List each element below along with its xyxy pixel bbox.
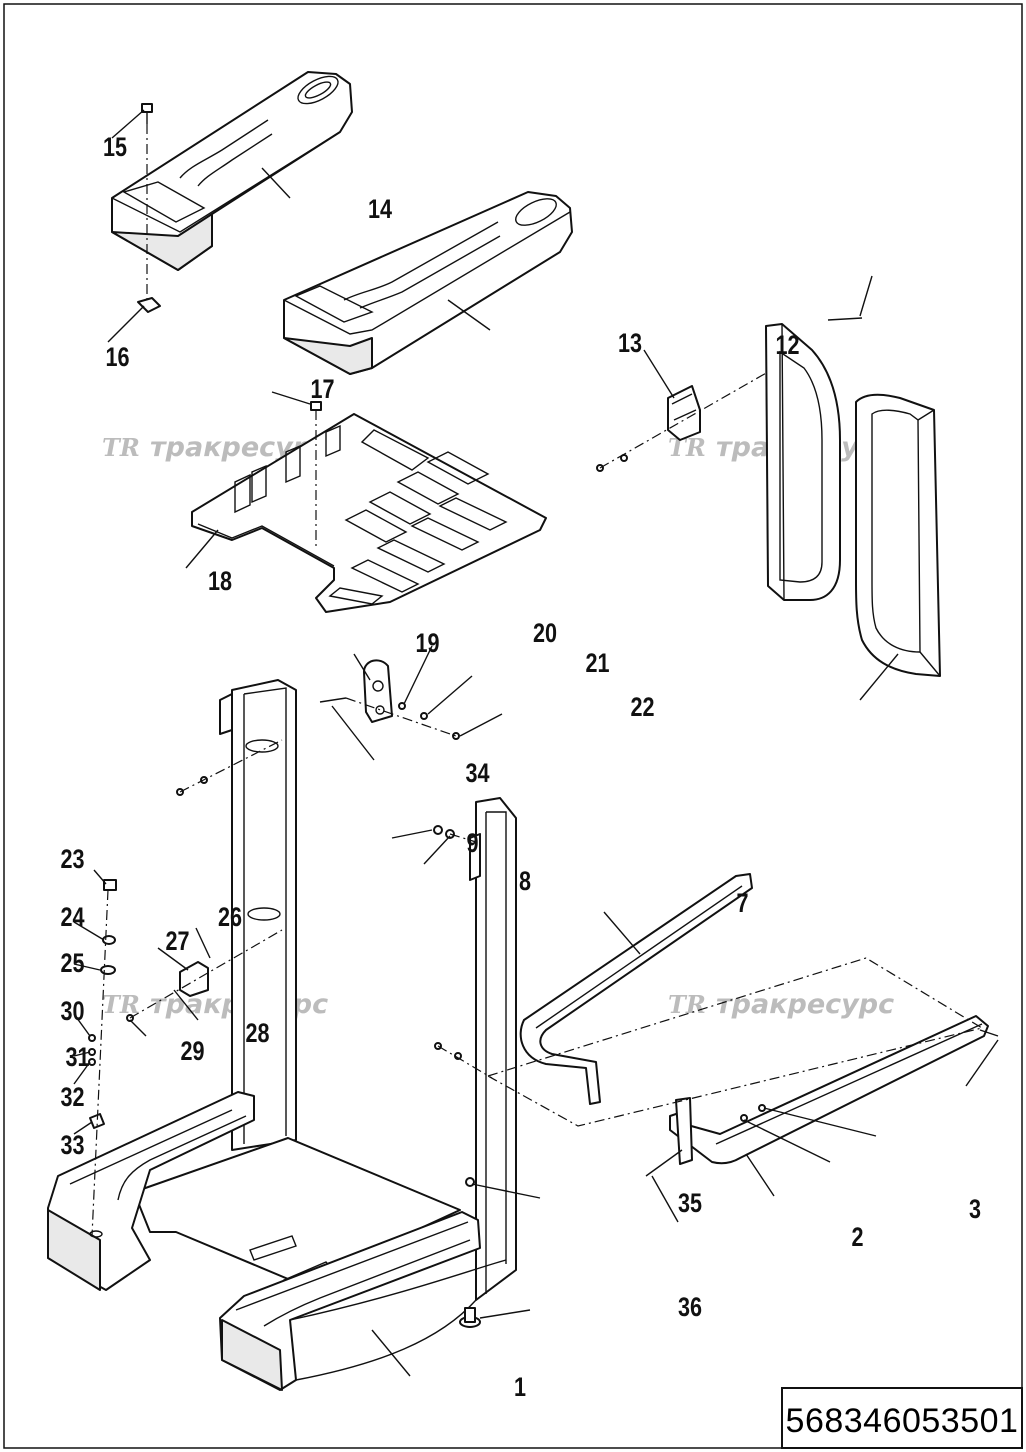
watermark-brand: тракресурс (716, 989, 894, 1020)
callout-26: 26 (218, 903, 242, 933)
assembly-axes (91, 124, 769, 1237)
assembly-reference-outline (486, 957, 984, 1127)
armrest-upper-part-14 (111, 71, 353, 271)
callout-15: 15 (103, 133, 127, 163)
callout-21: 21 (586, 649, 610, 679)
callout-34: 34 (466, 759, 490, 789)
clip-part-27 (179, 961, 209, 997)
watermark-logo: TR (668, 990, 706, 1019)
bolt-part-23 (103, 879, 117, 891)
washer-part-25 (100, 965, 116, 975)
washer-part-24 (102, 935, 116, 945)
document-number-box: 568346053501 (781, 1387, 1023, 1449)
handrail-part-11-frame (765, 323, 841, 601)
callout-9: 9 (467, 829, 479, 859)
nut-part-33 (89, 1113, 105, 1129)
callout-31: 31 (66, 1043, 90, 1073)
callout-29: 29 (181, 1037, 205, 1067)
callout-22: 22 (631, 693, 655, 723)
watermark-logo: TR (102, 433, 140, 462)
callout-13: 13 (618, 329, 642, 359)
callout-33: 33 (61, 1131, 85, 1161)
callout-23: 23 (61, 845, 85, 875)
screw-part-15 (141, 103, 153, 124)
callout-14: 14 (368, 195, 392, 225)
callout-24: 24 (61, 903, 85, 933)
callout-8: 8 (519, 867, 531, 897)
drawing-frame (3, 3, 1023, 1449)
callout-labels: 15 14 16 13 17 18 12 11 10 19 20 21 22 3… (61, 133, 982, 1403)
callout-32: 32 (61, 1083, 85, 1113)
callout-35: 35 (678, 1189, 702, 1219)
callout-7: 7 (737, 889, 749, 919)
lower-rail-part-3 (669, 1015, 989, 1165)
watermark-4: TR тракресурс (668, 989, 894, 1020)
callout-18: 18 (208, 567, 232, 597)
document-number: 568346053501 (786, 1402, 1019, 1440)
callout-12: 12 (776, 331, 800, 361)
callout-1: 1 (514, 1373, 526, 1403)
callout-16: 16 (106, 343, 130, 373)
callout-36: 36 (678, 1293, 702, 1323)
callout-3: 3 (969, 1195, 981, 1225)
callout-20: 20 (533, 619, 557, 649)
callout-2: 2 (852, 1223, 864, 1253)
armrest-lower-part-13 (283, 191, 573, 375)
side-rail-part-7 (519, 873, 753, 1105)
callout-17: 17 (311, 375, 335, 405)
hinge-part-12 (667, 385, 701, 441)
callout-27: 27 (166, 927, 190, 957)
seat-frame-part-1 (47, 679, 517, 1391)
floor-plate-part-18 (191, 413, 547, 613)
callout-30: 30 (61, 997, 85, 1027)
callout-19: 19 (416, 629, 440, 659)
callout-25: 25 (61, 949, 85, 979)
watermark-logo: TR (102, 990, 140, 1019)
nut-part-16 (137, 297, 161, 313)
foot-part-36 (459, 1307, 481, 1328)
leader-lines (73, 109, 999, 1377)
callout-28: 28 (246, 1019, 270, 1049)
handrail-part-10 (855, 393, 941, 677)
